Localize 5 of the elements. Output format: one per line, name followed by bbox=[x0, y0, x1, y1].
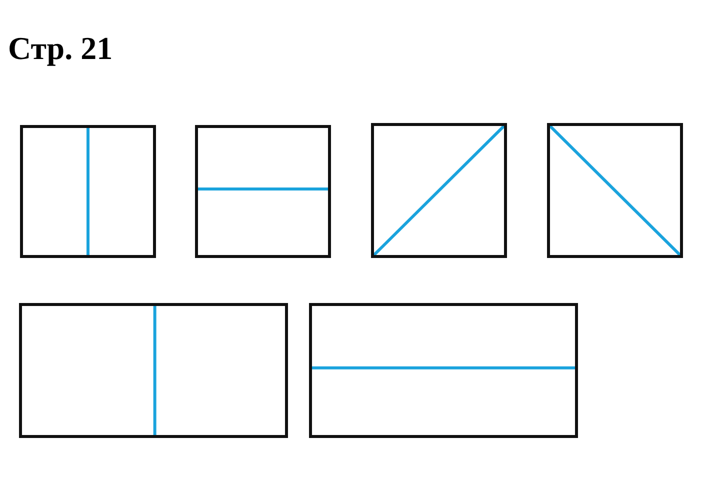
rectangle-figure bbox=[309, 303, 578, 438]
square-figure bbox=[195, 125, 331, 258]
page-heading: Стр. 21 bbox=[8, 30, 113, 66]
rectangle-figure bbox=[19, 303, 288, 438]
square-figure bbox=[20, 125, 156, 258]
